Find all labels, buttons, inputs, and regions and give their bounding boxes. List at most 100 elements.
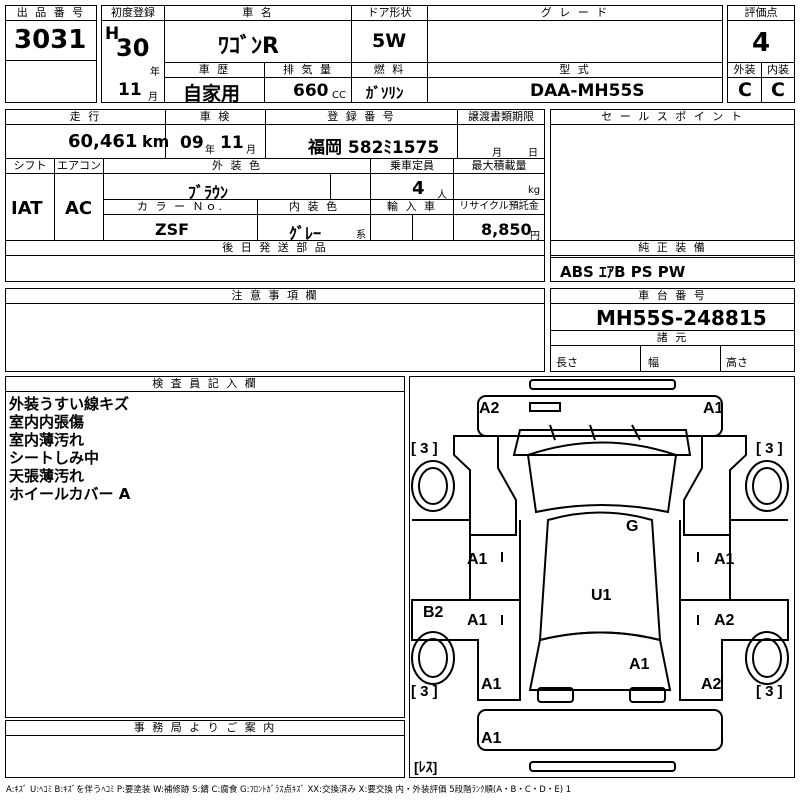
- int-color-label: 内 装 色: [257, 199, 371, 215]
- inspector-label: 検 査 員 記 入 欄: [5, 376, 405, 392]
- dmg-rear-glass: A1: [629, 656, 650, 673]
- note-line: 外装うすい線キズ: [9, 395, 130, 413]
- rear-left-tire-shape: [411, 631, 455, 685]
- color-value: ﾌﾞﾗｳﾝ: [188, 183, 229, 202]
- plate-label: 登 録 番 号: [265, 109, 458, 125]
- model-label: 型 式: [427, 62, 723, 78]
- era: H: [105, 24, 120, 44]
- lot-number: 3031: [14, 25, 87, 55]
- sales-label: セ ー ル ス ポ イ ン ト: [550, 109, 795, 125]
- tire-front-right: [ 3 ]: [756, 440, 783, 457]
- mileage-unit: km: [142, 132, 170, 151]
- dmg-front-right-door: A1: [714, 551, 735, 568]
- color-no-label: カ ラ ー Ｎｏ.: [103, 199, 258, 215]
- rear-right-tire-shape: [745, 631, 789, 685]
- door-label: ドア形状: [351, 5, 428, 21]
- tire-rear-left: [ 3 ]: [411, 683, 438, 700]
- inspection-month: 11: [220, 133, 244, 153]
- grade-label: グ レ ー ド: [427, 5, 723, 21]
- front-right-tire-inner: [752, 467, 782, 505]
- car-name: ﾜｺﾞﾝR: [218, 34, 279, 59]
- left-side-shape: [411, 519, 521, 701]
- shift-value: IAT: [11, 198, 43, 219]
- wiper-shape: [549, 424, 641, 441]
- note-line: 室内薄汚れ: [9, 431, 85, 449]
- interior-value: C: [771, 79, 785, 101]
- displacement-value: 660: [293, 81, 329, 101]
- recycle-unit: 円: [530, 231, 540, 242]
- year-unit: 年: [150, 67, 160, 78]
- dims-bottom-rule: [550, 345, 795, 346]
- displacement-unit: CC: [332, 90, 346, 101]
- spare-tire: [ﾚｽ]: [414, 759, 438, 775]
- capacity-label: 乗車定員: [370, 158, 454, 174]
- dmg-roof: U1: [591, 587, 612, 604]
- right-body-shape: [683, 435, 747, 536]
- front-grille-shape: [477, 395, 723, 437]
- recycle-label: リサイクル預託金: [453, 199, 545, 215]
- note-line: 天張薄汚れ: [9, 467, 85, 485]
- score-label: 評価点: [727, 5, 795, 21]
- left-body-shape: [453, 435, 517, 536]
- dmg-glass: G: [626, 518, 639, 535]
- door-value: 5W: [372, 30, 407, 52]
- dmg-rear-left: A1: [481, 676, 502, 693]
- history-label: 車 歴: [164, 62, 265, 78]
- fuel-value: ｶﾞｿﾘﾝ: [366, 84, 404, 102]
- hood-shape: [512, 429, 692, 456]
- width-label: 幅: [648, 356, 659, 369]
- color-no-value: ZSF: [155, 220, 190, 239]
- inspection-year-unit: 年: [205, 145, 215, 156]
- dmg-left-pillar: B2: [423, 604, 444, 621]
- transfer-label: 譲渡書類期限: [457, 109, 545, 125]
- equip-value: ABS ｴｱB PS PW: [560, 263, 686, 281]
- mileage-value: 60,461: [68, 131, 138, 152]
- windshield-shape: [526, 441, 678, 514]
- dmg-rear-right: A2: [701, 676, 722, 693]
- interior-label: 内装: [761, 62, 795, 78]
- load-label: 最大積載量: [453, 158, 545, 174]
- front-left-tire-inner: [418, 467, 448, 505]
- dmg-rear-left-door: A1: [467, 612, 488, 629]
- rear-lamp-right-shape: [629, 687, 666, 703]
- legend-text: A:ｷｽﾞ U:ﾍｺﾐ B:ｷｽﾞを伴うﾍｺﾐ P:要塗装 W:補修跡 S:錆 …: [6, 785, 572, 795]
- rear-glass-shape: [528, 631, 672, 691]
- lot-label: 出 品 番 号: [5, 5, 97, 21]
- dims-divider-2: [720, 345, 721, 372]
- car-name-label: 車 名: [164, 5, 352, 21]
- office-label: 事 務 局 よ り ご 案 内: [5, 720, 405, 736]
- tire-front-left: [ 3 ]: [411, 440, 438, 457]
- right-side-shape: [679, 519, 789, 701]
- color-divider: [330, 174, 331, 200]
- dmg-rear-bumper: A1: [481, 730, 502, 747]
- color-label: 外 装 色: [103, 158, 371, 174]
- recycle-value: 8,850: [481, 220, 532, 239]
- transfer-day-unit: 日: [528, 148, 538, 159]
- dmg-front-left: A2: [479, 400, 500, 417]
- import-divider: [412, 215, 413, 241]
- note-line: 室内内張傷: [9, 413, 85, 431]
- ac-value: AC: [65, 198, 93, 219]
- reg-month: 11: [118, 80, 142, 100]
- front-emblem-shape: [529, 402, 561, 412]
- rear-right-tire-inner: [752, 638, 782, 678]
- reg-year: 30: [116, 34, 150, 62]
- dims-label: 諸 元: [550, 330, 795, 346]
- model-value: DAA-MH55S: [530, 81, 645, 101]
- rear-bumper-shape: [477, 709, 723, 751]
- length-label: 長さ: [556, 356, 578, 369]
- capacity-value: 4: [412, 178, 425, 199]
- dmg-front-right: A1: [703, 400, 724, 417]
- chassis-label: 車 台 番 号: [550, 288, 795, 304]
- front-bumper-shape: [529, 379, 676, 390]
- inspection-year: 09: [180, 133, 204, 153]
- tire-rear-right: [ 3 ]: [756, 683, 783, 700]
- load-unit: kg: [528, 185, 541, 196]
- exterior-label: 外装: [727, 62, 762, 78]
- note-line: シートしみ中: [9, 449, 100, 467]
- caution-label: 注 意 事 項 欄: [5, 288, 545, 304]
- import-label: 輸 入 車: [370, 199, 454, 215]
- diagram-cell: [409, 376, 795, 778]
- shift-label: シフト: [5, 158, 55, 174]
- equip-label: 純 正 装 備: [550, 240, 795, 256]
